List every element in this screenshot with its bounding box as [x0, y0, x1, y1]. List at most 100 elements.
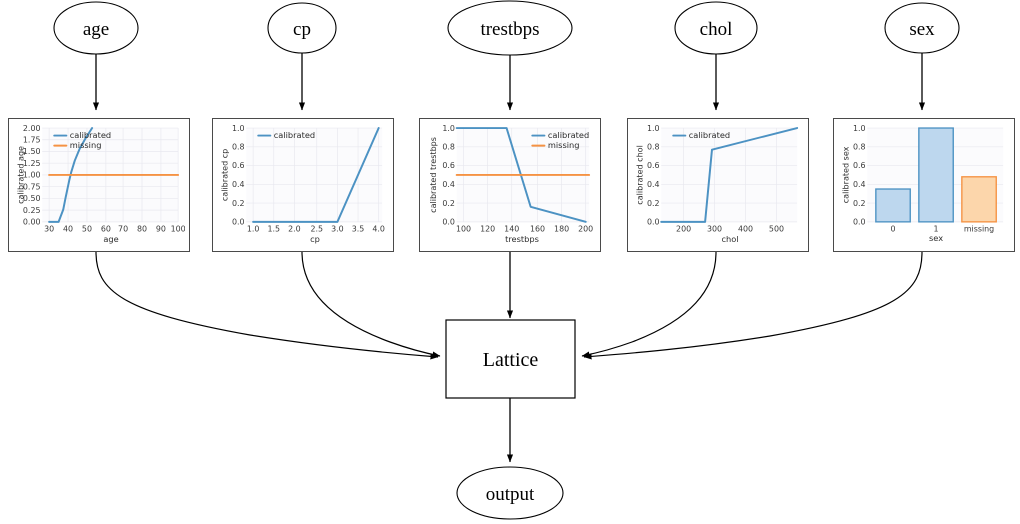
chart-age-xtick-7: 100 — [171, 225, 185, 234]
chart-trestbps-xlabel: trestbps — [505, 234, 539, 244]
chart-trestbps-ytick-3: 0.6 — [442, 161, 455, 170]
node-lattice[interactable]: Lattice — [445, 319, 576, 399]
node-sex[interactable]: sex — [884, 2, 960, 54]
chart-sex-bar-2 — [961, 176, 997, 223]
node-cp[interactable]: cp — [267, 2, 337, 54]
chart-cp-ytick-1: 0.2 — [232, 199, 245, 208]
chart-cp-xtick-2: 2.0 — [288, 225, 301, 234]
chart-chol-xtick-0: 200 — [676, 225, 691, 234]
chart-trestbps: 0.0 0.2 0.4 0.6 0.8 1.0 100 120 140 160 … — [428, 124, 593, 244]
edge-cp-chart-to-lattice — [301, 251, 441, 358]
chart-sex-bar-0 — [875, 188, 911, 223]
edge-chol-chart-to-lattice — [581, 251, 717, 358]
chart-chol-xtick-1: 300 — [707, 225, 722, 234]
chart-trestbps-xtick-2: 140 — [504, 225, 519, 234]
calibrator-panel-chol: 0.0 0.2 0.4 0.6 0.8 1.0 200 300 400 500 … — [627, 118, 809, 252]
chart-age-ytick-4: 1.00 — [23, 171, 41, 180]
node-lattice-label: Lattice — [483, 349, 539, 371]
chart-age-xtick-1: 40 — [63, 225, 73, 234]
calibrator-panel-cp: 0.0 0.2 0.4 0.6 0.8 1.0 1.0 1.5 2.0 2.5 … — [212, 118, 394, 252]
node-sex-label: sex — [909, 19, 935, 40]
chart-sex-ytick-5: 1.0 — [853, 124, 866, 133]
chart-chol-ytick-1: 0.2 — [647, 199, 660, 208]
chart-chol-legend-calibrated: calibrated — [689, 130, 730, 140]
chart-age-ytick-2: 0.50 — [23, 194, 41, 203]
chart-trestbps-xtick-5: 200 — [578, 225, 593, 234]
chart-chol-ytick-0: 0.0 — [647, 218, 660, 227]
chart-age-legend-calibrated: calibrated — [70, 130, 111, 140]
chart-trestbps-ytick-1: 0.2 — [442, 199, 455, 208]
chart-age-ytick-0: 0.00 — [23, 218, 41, 227]
chart-chol: 0.0 0.2 0.4 0.6 0.8 1.0 200 300 400 500 … — [634, 124, 799, 244]
node-output[interactable]: output — [456, 466, 564, 520]
chart-cp-xtick-4: 3.0 — [331, 225, 344, 234]
chart-chol-series-calibrated — [660, 127, 799, 223]
chart-age-ytick-8: 2.00 — [23, 124, 41, 133]
chart-age-ytick-6: 1.50 — [23, 147, 41, 156]
chart-cp-xtick-6: 4.0 — [372, 225, 385, 234]
chart-age-legend: calibrated missing — [53, 130, 111, 150]
node-chol[interactable]: chol — [674, 1, 758, 55]
chart-age-xtick-5: 80 — [137, 225, 147, 234]
chart-trestbps-series-calibrated — [455, 127, 587, 223]
chart-cp-legend-calibrated: calibrated — [274, 130, 315, 140]
chart-trestbps-xtick-0: 100 — [456, 225, 471, 234]
chart-age-ytick-1: 0.25 — [23, 206, 41, 215]
chart-trestbps-legend-missing: missing — [548, 140, 580, 150]
chart-cp: 0.0 0.2 0.4 0.6 0.8 1.0 1.0 1.5 2.0 2.5 … — [219, 124, 385, 244]
chart-sex-xtick-0: 0 — [891, 225, 896, 234]
chart-sex-ytick-4: 0.8 — [853, 143, 866, 152]
chart-chol-ylabel: calibrated chol — [634, 145, 644, 205]
chart-chol-ytick-3: 0.6 — [647, 161, 660, 170]
chart-cp-ytick-5: 1.0 — [232, 124, 245, 133]
chart-age-series-calibrated — [48, 127, 94, 223]
chart-chol-xtick-3: 500 — [769, 225, 784, 234]
chart-age-xlabel: age — [103, 234, 118, 244]
chart-cp-xlabel: cp — [310, 234, 320, 244]
chart-cp-ytick-4: 0.8 — [232, 143, 245, 152]
chart-chol-xtick-2: 400 — [738, 225, 753, 234]
chart-age-xtick-0: 30 — [44, 225, 54, 234]
chart-cp-ylabel: calibrated cp — [219, 149, 229, 201]
edge-sex-chart-to-lattice — [583, 251, 923, 360]
chart-trestbps-xtick-3: 160 — [530, 225, 545, 234]
calibrator-panel-sex: 0.0 0.2 0.4 0.6 0.8 1.0 0 1 missing sex … — [833, 118, 1015, 252]
chart-age-xtick-4: 70 — [118, 225, 128, 234]
chart-age-legend-missing: missing — [70, 140, 102, 150]
chart-cp-ytick-0: 0.0 — [232, 218, 245, 227]
chart-cp-xtick-1: 1.5 — [267, 225, 280, 234]
calibrator-panel-age: 0.00 0.25 0.50 0.75 1.00 1.25 1.50 1.75 … — [8, 118, 190, 252]
chart-cp-xtick-5: 3.5 — [352, 225, 365, 234]
chart-trestbps-xtick-1: 120 — [480, 225, 495, 234]
chart-chol-ytick-4: 0.8 — [647, 143, 660, 152]
chart-cp-xtick-3: 2.5 — [310, 225, 323, 234]
chart-age-xtick-3: 60 — [101, 225, 111, 234]
chart-sex-xtick-1: 1 — [934, 225, 939, 234]
chart-chol-grid — [661, 127, 798, 223]
chart-sex-ylabel: calibrated sex — [840, 146, 850, 203]
chart-age-xtick-2: 50 — [82, 225, 92, 234]
node-trestbps[interactable]: trestbps — [447, 0, 573, 56]
chart-trestbps-ytick-0: 0.0 — [442, 218, 455, 227]
chart-trestbps-ytick-4: 0.8 — [442, 143, 455, 152]
chart-chol-ytick-2: 0.4 — [647, 180, 660, 189]
chart-trestbps-xtick-4: 180 — [554, 225, 569, 234]
chart-cp-ytick-2: 0.4 — [232, 180, 245, 189]
node-trestbps-label: trestbps — [480, 19, 539, 40]
chart-cp-xtick-0: 1.0 — [247, 225, 260, 234]
edge-age-chart-to-lattice — [95, 251, 439, 360]
node-output-label: output — [486, 484, 535, 505]
chart-trestbps-ylabel: calibrated trestbps — [428, 137, 438, 213]
chart-cp-series-calibrated — [252, 127, 380, 223]
chart-sex: 0.0 0.2 0.4 0.6 0.8 1.0 0 1 missing sex … — [840, 124, 1004, 243]
chart-sex-bar-1 — [918, 127, 954, 223]
node-age-label: age — [83, 19, 109, 40]
chart-sex-ytick-0: 0.0 — [853, 218, 866, 227]
node-age[interactable]: age — [53, 1, 139, 55]
chart-chol-xlabel: chol — [721, 234, 738, 244]
chart-trestbps-legend-calibrated: calibrated — [548, 130, 589, 140]
chart-sex-ytick-2: 0.4 — [853, 180, 866, 189]
chart-sex-ytick-1: 0.2 — [853, 199, 866, 208]
